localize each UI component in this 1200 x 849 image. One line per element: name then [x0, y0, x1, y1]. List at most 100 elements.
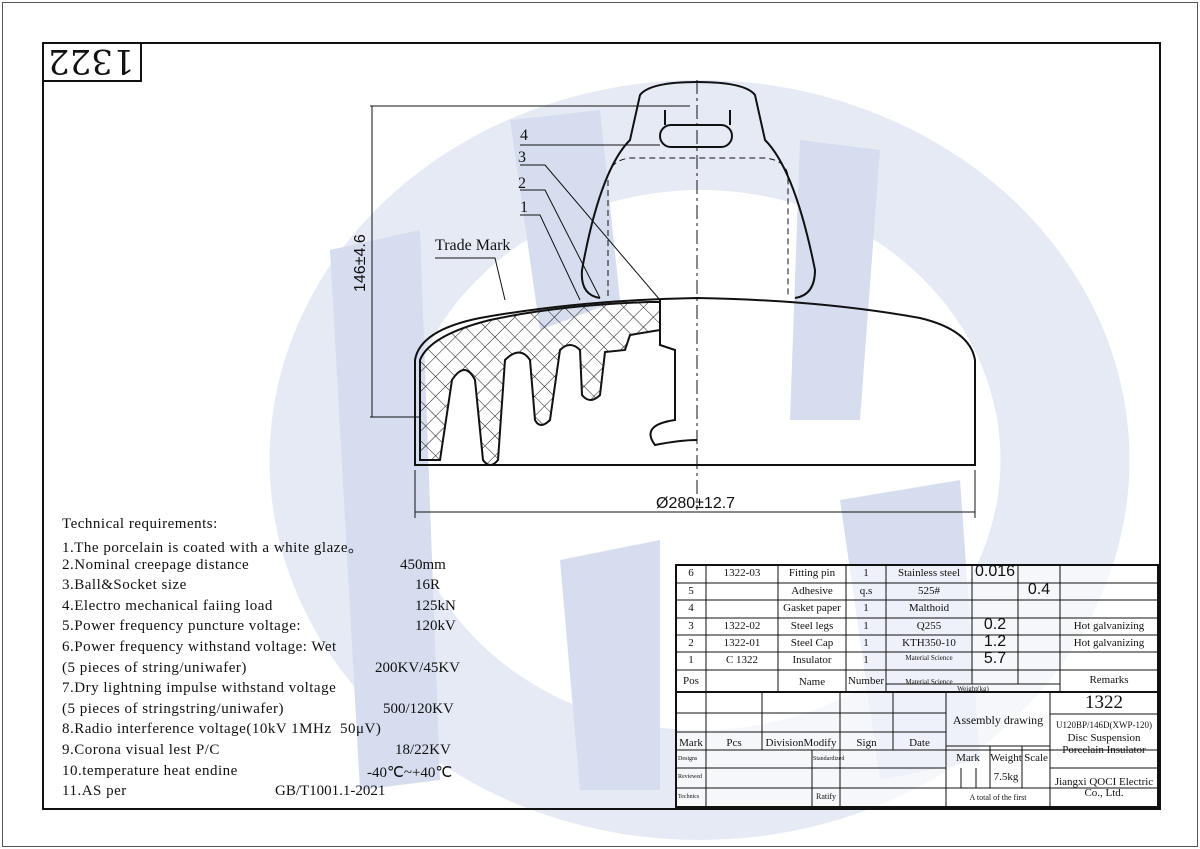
- bom-material: 525#: [918, 585, 940, 597]
- bom-pos: 3: [688, 620, 694, 632]
- requirement-item: 8.Radio interference voltage(10kV 1MHz 5…: [62, 721, 382, 738]
- requirement-item: 7.Dry lightning impulse withstand voltag…: [62, 680, 337, 697]
- requirement-value: 125kN: [415, 597, 456, 614]
- requirement-item: 11.AS per: [62, 783, 127, 800]
- bom-name: Gasket paper: [783, 602, 841, 614]
- bom-header-weight: Weight(kg): [957, 685, 989, 693]
- requirement-item: 10.temperature heat endine: [62, 762, 238, 779]
- standardized-label: Standardized: [813, 756, 845, 762]
- ratify-label: Ratify: [816, 792, 836, 801]
- designs-label: Designs: [678, 756, 698, 762]
- requirement-value: 18/22KV: [395, 742, 451, 758]
- bom-code: C 1322: [725, 654, 759, 666]
- requirement-value: 16R: [415, 577, 441, 594]
- bom-header-material: Material Science: [905, 678, 953, 686]
- drawing-frame: [42, 42, 1161, 810]
- requirement-item: (5 pieces of string/uniwafer): [62, 659, 247, 676]
- bom-number: 1: [863, 620, 869, 632]
- diameter-dimension: Ø280±12.7: [656, 495, 735, 512]
- bom-material: Q255: [916, 620, 942, 632]
- bom-pos: 5: [688, 585, 694, 597]
- bom-name: Fitting pin: [788, 567, 836, 579]
- assembly-drawing-label: Assembly drawing: [952, 713, 1044, 727]
- bom-pos: 6: [688, 567, 694, 579]
- bom-material: Malthoid: [908, 602, 950, 614]
- callout-3: 3: [518, 149, 526, 166]
- division-modify-header: DivisionModify: [765, 737, 837, 749]
- bom-name: Adhesive: [791, 585, 833, 597]
- trade-mark-label: Trade Mark: [435, 237, 510, 254]
- steel-cap: [580, 80, 817, 299]
- scale-header: Scale: [1024, 752, 1048, 764]
- requirement-value: GB/T1001.1-2021: [275, 783, 386, 800]
- bom-header-name: Name: [798, 676, 826, 688]
- description-line2: Porcelain Insulator: [1062, 744, 1146, 756]
- callout-4: 4: [520, 127, 528, 144]
- bom-header-remarks: Remarks: [1089, 674, 1129, 686]
- bom-w2: 0.4: [1027, 581, 1051, 598]
- bom-remarks: Hot galvanizing: [1073, 637, 1145, 649]
- requirement-item: 3.Ball&Socket size: [62, 577, 187, 594]
- requirement-value: 200KV/45KV: [375, 659, 460, 676]
- bom-w1: 0.016: [974, 563, 1016, 580]
- sign-header: Sign: [856, 737, 877, 749]
- bom-pos: 2: [688, 637, 694, 649]
- bom-material: Stainless steel: [897, 567, 961, 579]
- bom-number: q.s: [859, 585, 873, 597]
- mark2-header: Mark: [956, 752, 980, 764]
- weight-value: 7.5kg: [993, 771, 1019, 783]
- bom-remarks: Hot galvanizing: [1073, 620, 1145, 632]
- bom-pos: 4: [688, 602, 694, 614]
- total-label: A total of the first: [969, 793, 1027, 802]
- bom-code: 1322-01: [723, 637, 761, 649]
- requirement-value: 450mm: [400, 556, 446, 573]
- bom-pos: 1: [688, 654, 694, 666]
- fitting-pin: [659, 124, 733, 148]
- company-line1: Jiangxi QOCI Electric: [1054, 776, 1154, 788]
- requirement-value: 500/120KV: [383, 700, 454, 717]
- bom-code: 1322-02: [723, 620, 761, 632]
- drawing-number-mirrored: 1322: [42, 41, 142, 82]
- steel-leg: [649, 300, 698, 447]
- bom-w1: 5.7: [983, 650, 1007, 667]
- pcs-header: Pcs: [726, 737, 742, 749]
- requirement-value: 120kV: [415, 618, 456, 635]
- bom-name: Insulator: [792, 654, 832, 666]
- date-header: Date: [909, 737, 930, 749]
- bom-material: Material Science: [905, 654, 953, 662]
- mark-header: Mark: [679, 737, 703, 749]
- model-number: U120BP/146D(XWP-120): [1056, 720, 1152, 730]
- porcelain-section: [419, 301, 661, 466]
- callout-1: 1: [520, 199, 528, 216]
- requirement-item: 6.Power frequency withstand voltage: Wet: [62, 639, 337, 655]
- bom-number: 1: [863, 654, 869, 666]
- bom-name: Steel Cap: [790, 637, 834, 649]
- requirement-value: -40℃~+40℃: [367, 764, 453, 781]
- bom-header-pos: Pos: [683, 675, 699, 687]
- description-line1: Disc Suspension: [1067, 732, 1141, 744]
- shed-outline: [414, 296, 976, 466]
- requirement-item: 1.The porcelain is coated with a white g…: [62, 540, 364, 556]
- requirement-item: 9.Corona visual lest P/C: [62, 742, 220, 758]
- requirement-item: 2.Nominal creepage distance: [62, 556, 250, 573]
- bom-header-number: Number: [847, 675, 885, 687]
- bom-number: 1: [863, 567, 869, 579]
- requirement-item: 4.Electro mechanical faiing load: [62, 597, 273, 614]
- technics-label: Technics: [678, 794, 700, 800]
- reviewed-label: Reviewed: [678, 774, 702, 780]
- requirement-item: 5.Power frequency puncture voltage:: [62, 618, 302, 635]
- callout-2: 2: [518, 175, 526, 192]
- bom-number: 1: [863, 602, 869, 614]
- bom-material: KTH350-10: [902, 637, 956, 649]
- requirements-title: Technical requirements:: [62, 516, 218, 532]
- bom-code: 1322-03: [723, 567, 761, 579]
- bom-w1: 1.2: [983, 633, 1007, 650]
- company-line2: Co., Ltd.: [1084, 787, 1124, 799]
- weight-header: Weight: [990, 752, 1022, 764]
- height-dimension: 146±4.6: [352, 234, 369, 292]
- bom-name: Steel legs: [790, 620, 834, 632]
- requirement-item: (5 pieces of stringstring/uniwafer): [62, 700, 285, 717]
- drawing-number: 1322: [1085, 692, 1123, 713]
